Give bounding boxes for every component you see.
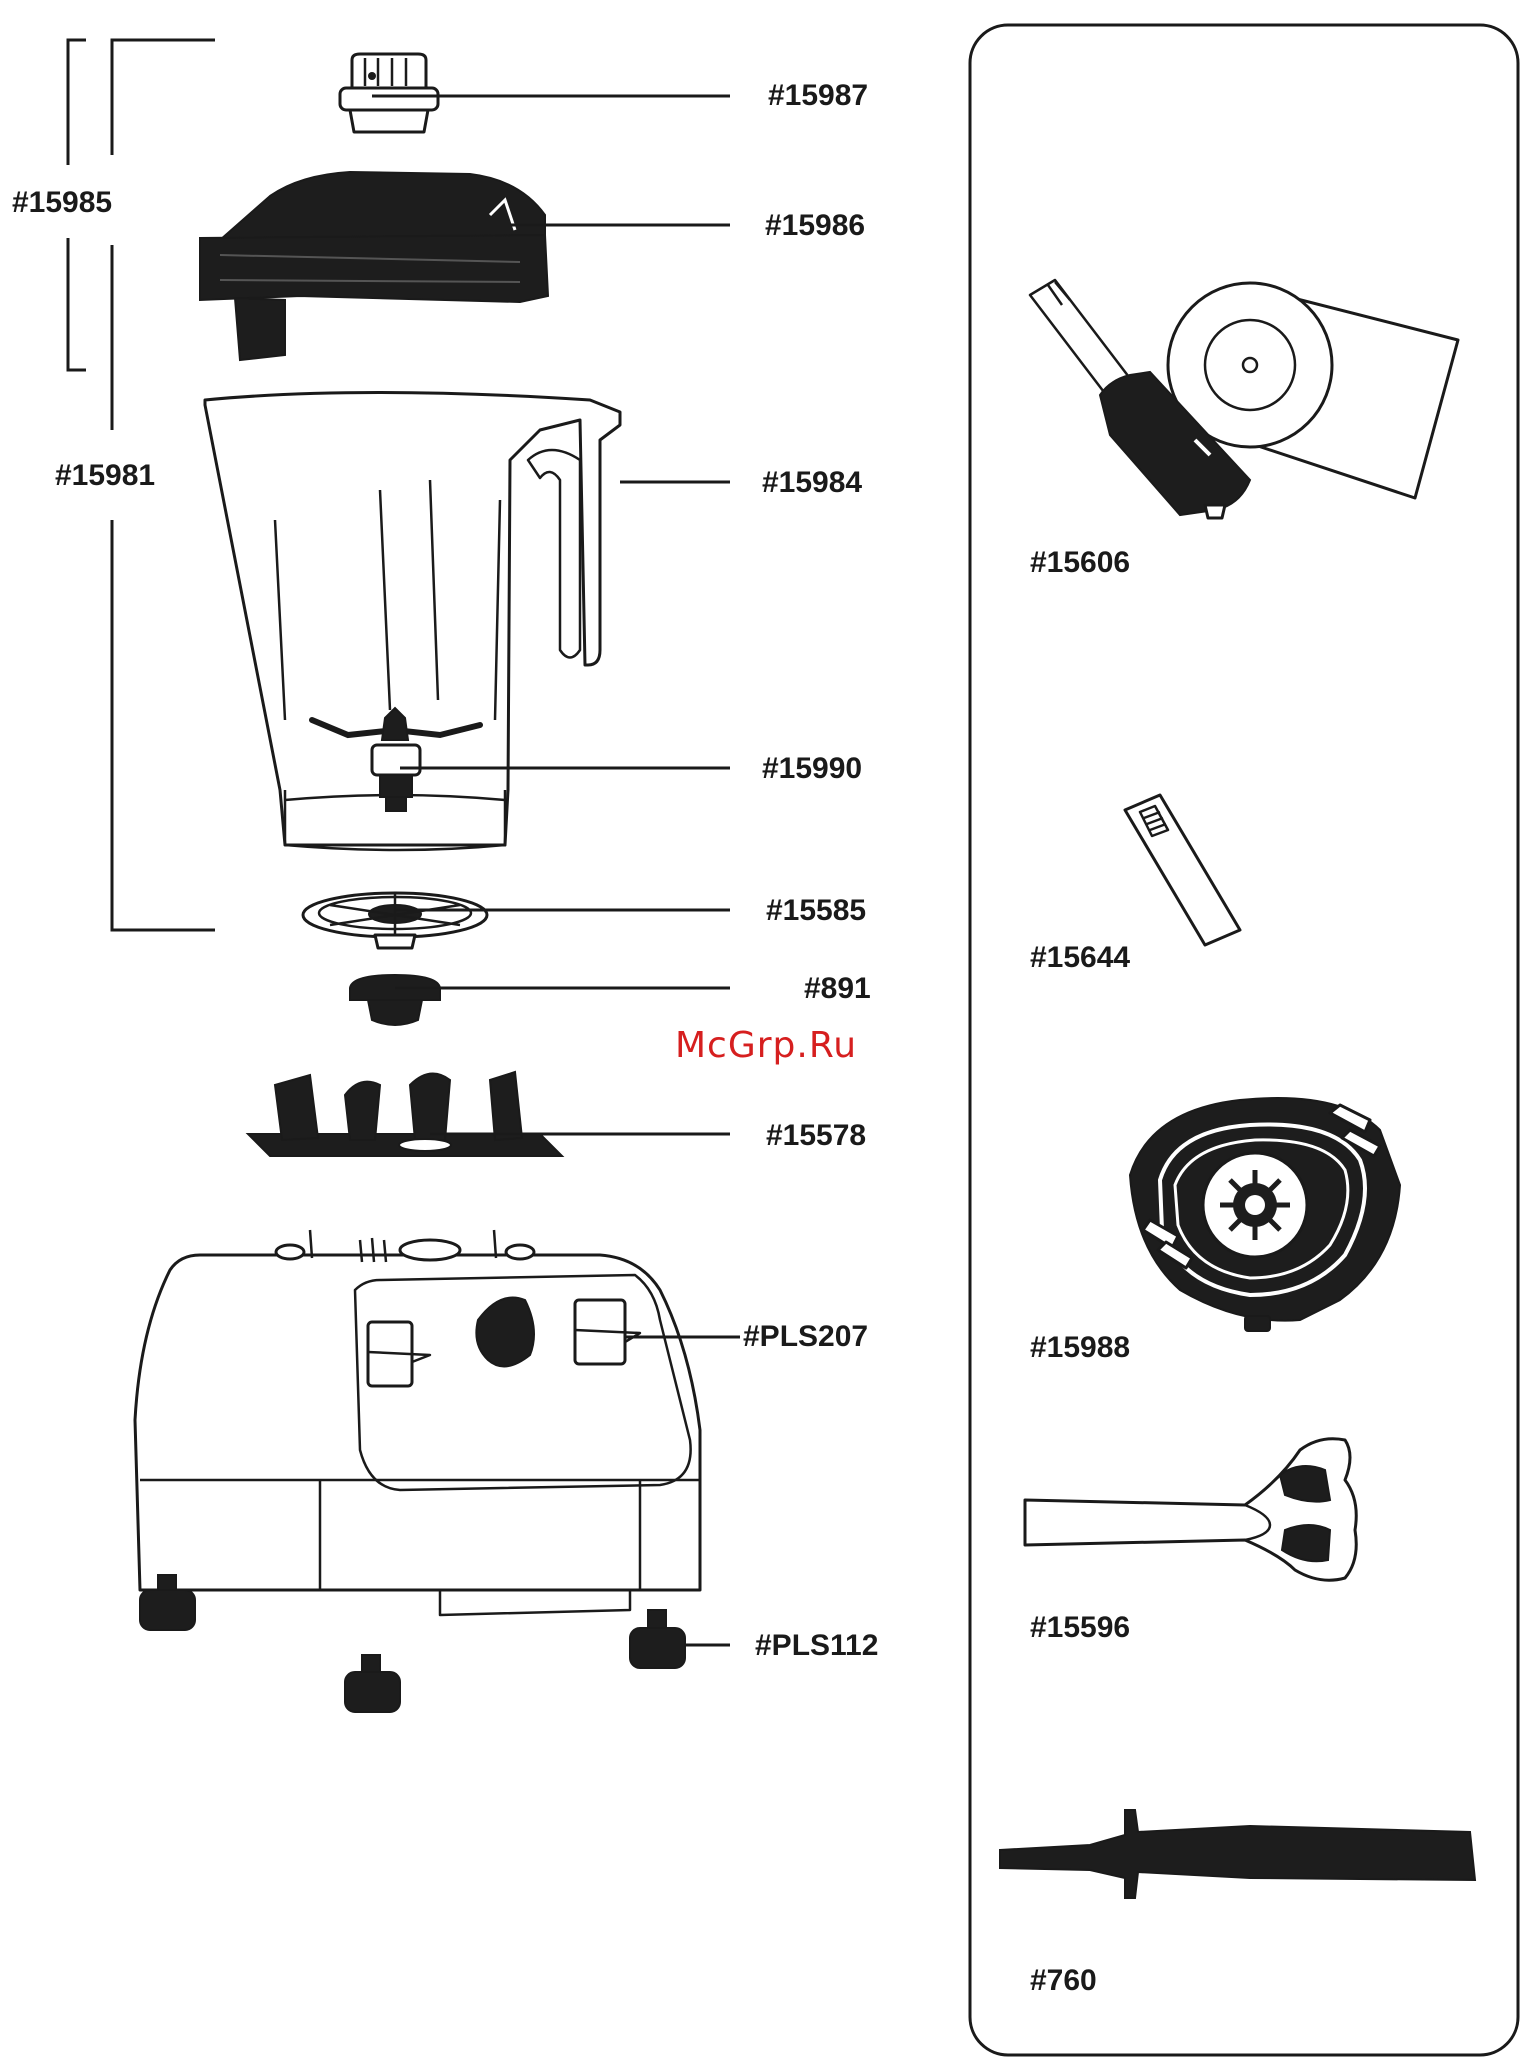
part-number-pls207: #PLS207 — [743, 1320, 868, 1353]
motor-base-part — [135, 1230, 700, 1615]
lid-plug-part — [340, 54, 438, 132]
rubber-feet-part — [140, 1575, 685, 1712]
container-base-part — [1130, 1098, 1400, 1331]
part-number-15987: #15987 — [768, 79, 868, 112]
retainer-nut-part — [303, 893, 487, 948]
watermark-text: McGrp.Ru — [675, 1025, 857, 1066]
part-number-891: #891 — [804, 972, 871, 1005]
part-number-15986: #15986 — [765, 209, 865, 242]
tamper-tool-kit-part — [1030, 280, 1458, 518]
part-number-15988: #15988 — [1030, 1331, 1130, 1364]
test-strip-part — [1125, 795, 1240, 945]
part-number-15644: #15644 — [1030, 941, 1130, 974]
part-number-15585: #15585 — [766, 894, 866, 927]
part-number-15990: #15990 — [762, 752, 862, 785]
part-number-760: #760 — [1030, 1964, 1097, 1997]
part-number-15578: #15578 — [766, 1119, 866, 1152]
part-number-15981: #15981 — [55, 459, 155, 492]
part-number-pls112: #PLS112 — [755, 1629, 878, 1662]
centering-pad-part — [248, 1072, 562, 1156]
lid-part — [200, 172, 548, 360]
drive-socket-part — [350, 975, 440, 1025]
wrench-tool-part — [1025, 1439, 1356, 1580]
part-number-15596: #15596 — [1030, 1611, 1130, 1644]
part-number-15985: #15985 — [12, 186, 112, 219]
tamper-part — [1000, 1810, 1475, 1898]
part-number-15984: #15984 — [762, 466, 862, 499]
part-number-15606: #15606 — [1030, 546, 1130, 579]
